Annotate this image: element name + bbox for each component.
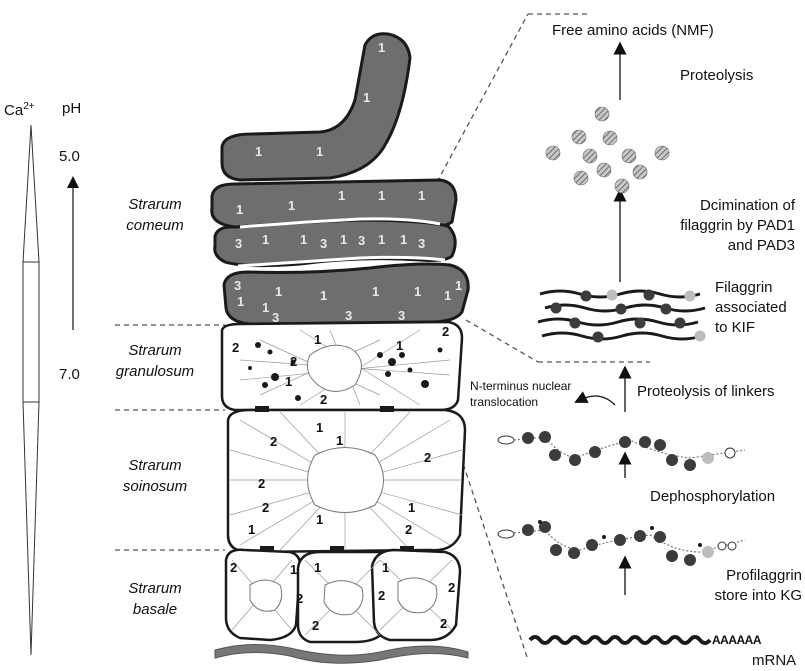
svg-text:2: 2	[230, 560, 237, 575]
svg-text:1: 1	[290, 562, 297, 577]
svg-text:2: 2	[312, 618, 319, 633]
calcium-label-text: Ca	[4, 102, 23, 119]
ph-label: pH	[62, 100, 81, 118]
svg-text:3: 3	[320, 236, 327, 251]
svg-text:1: 1	[316, 512, 323, 527]
svg-text:3: 3	[235, 236, 242, 251]
svg-text:1: 1	[314, 332, 321, 347]
label-free-amino-acids: Free amino acids (NMF)	[552, 22, 714, 40]
svg-text:1: 1	[314, 560, 321, 575]
nuclear-translocation-arrow	[580, 396, 615, 405]
svg-text:3: 3	[398, 308, 405, 323]
svg-text:1: 1	[316, 144, 323, 159]
svg-text:3: 3	[234, 278, 241, 293]
svg-text:1: 1	[400, 232, 407, 247]
svg-text:1: 1	[408, 500, 415, 515]
mrna-polya-tail: AAAAAA	[712, 631, 761, 649]
svg-text:1: 1	[236, 202, 243, 217]
stratum-corneum-cells	[212, 34, 468, 324]
ph-value-bottom: 7.0	[59, 366, 80, 384]
profilaggrin-chain-phosphorylated	[498, 520, 745, 566]
label-profilaggrin-store: Profilaggrin store into KG	[690, 566, 802, 606]
svg-text:2: 2	[448, 580, 455, 595]
svg-text:2: 2	[296, 591, 303, 606]
label-proteolysis: Proteolysis	[680, 67, 753, 85]
svg-text:1: 1	[255, 144, 262, 159]
svg-text:1: 1	[338, 188, 345, 203]
label-deimination: Dcimination of filaggrin by PAD1 and PAD…	[655, 196, 795, 256]
svg-text:2: 2	[290, 354, 297, 369]
layer-label-granulosum: Strarum granulosum	[105, 340, 205, 382]
svg-text:1: 1	[378, 232, 385, 247]
svg-text:1: 1	[237, 294, 244, 309]
svg-text:2: 2	[232, 340, 239, 355]
label-nuclear-translocation: N-terminus nuclear translocation	[470, 378, 580, 410]
label-proteolysis-linkers: Proteolysis of linkers	[637, 383, 775, 401]
svg-text:3: 3	[358, 233, 365, 248]
svg-text:2: 2	[270, 434, 277, 449]
calcium-charge-superscript: 2+	[23, 101, 34, 112]
svg-text:1: 1	[336, 433, 343, 448]
svg-text:3: 3	[345, 308, 352, 323]
calcium-label: Ca2+	[4, 98, 35, 120]
free-amino-acid-beads	[546, 107, 669, 193]
svg-text:1: 1	[275, 284, 282, 299]
calcium-gradient-spindle	[23, 125, 39, 655]
ph-value-top: 5.0	[59, 148, 80, 166]
label-dephosphorylation: Dephosphorylation	[650, 488, 775, 506]
svg-text:1: 1	[378, 188, 385, 203]
layer-label-spinosum: Strarum soinosum	[110, 455, 200, 497]
svg-text:1: 1	[262, 232, 269, 247]
svg-text:3: 3	[272, 310, 279, 325]
svg-text:1: 1	[316, 420, 323, 435]
svg-text:2: 2	[440, 616, 447, 631]
svg-text:1: 1	[288, 198, 295, 213]
mrna-strand	[530, 637, 710, 643]
svg-text:2: 2	[378, 588, 385, 603]
svg-text:1: 1	[363, 90, 370, 105]
svg-text:1: 1	[378, 40, 385, 55]
svg-text:2: 2	[424, 450, 431, 465]
stratum-granulosum-cells	[222, 322, 462, 410]
layer-label-basale: Strarum basale	[110, 578, 200, 620]
svg-text:1: 1	[372, 284, 379, 299]
svg-text:2: 2	[320, 392, 327, 407]
svg-text:1: 1	[414, 284, 421, 299]
svg-text:1: 1	[285, 374, 292, 389]
svg-text:1: 1	[455, 278, 462, 293]
filaggrin-kif-bundle	[538, 290, 706, 343]
svg-text:2: 2	[405, 522, 412, 537]
svg-text:1: 1	[340, 232, 347, 247]
svg-text:1: 1	[262, 300, 269, 315]
layer-label-corneum: Strarum comeum	[110, 194, 200, 236]
stratum-basale-cells	[215, 550, 468, 663]
svg-text:2: 2	[262, 500, 269, 515]
label-mrna: mRNA	[752, 652, 796, 670]
profilaggrin-chain-linkers	[498, 431, 745, 471]
svg-text:2: 2	[258, 476, 265, 491]
label-filaggrin-kif: Filaggrin associated to KIF	[715, 278, 803, 338]
svg-text:1: 1	[444, 288, 451, 303]
svg-text:1: 1	[396, 338, 403, 353]
svg-text:2: 2	[442, 324, 449, 339]
svg-text:1: 1	[320, 288, 327, 303]
svg-text:1: 1	[382, 560, 389, 575]
svg-text:1: 1	[248, 522, 255, 537]
svg-text:1: 1	[418, 188, 425, 203]
svg-text:1: 1	[300, 232, 307, 247]
svg-text:3: 3	[418, 236, 425, 251]
